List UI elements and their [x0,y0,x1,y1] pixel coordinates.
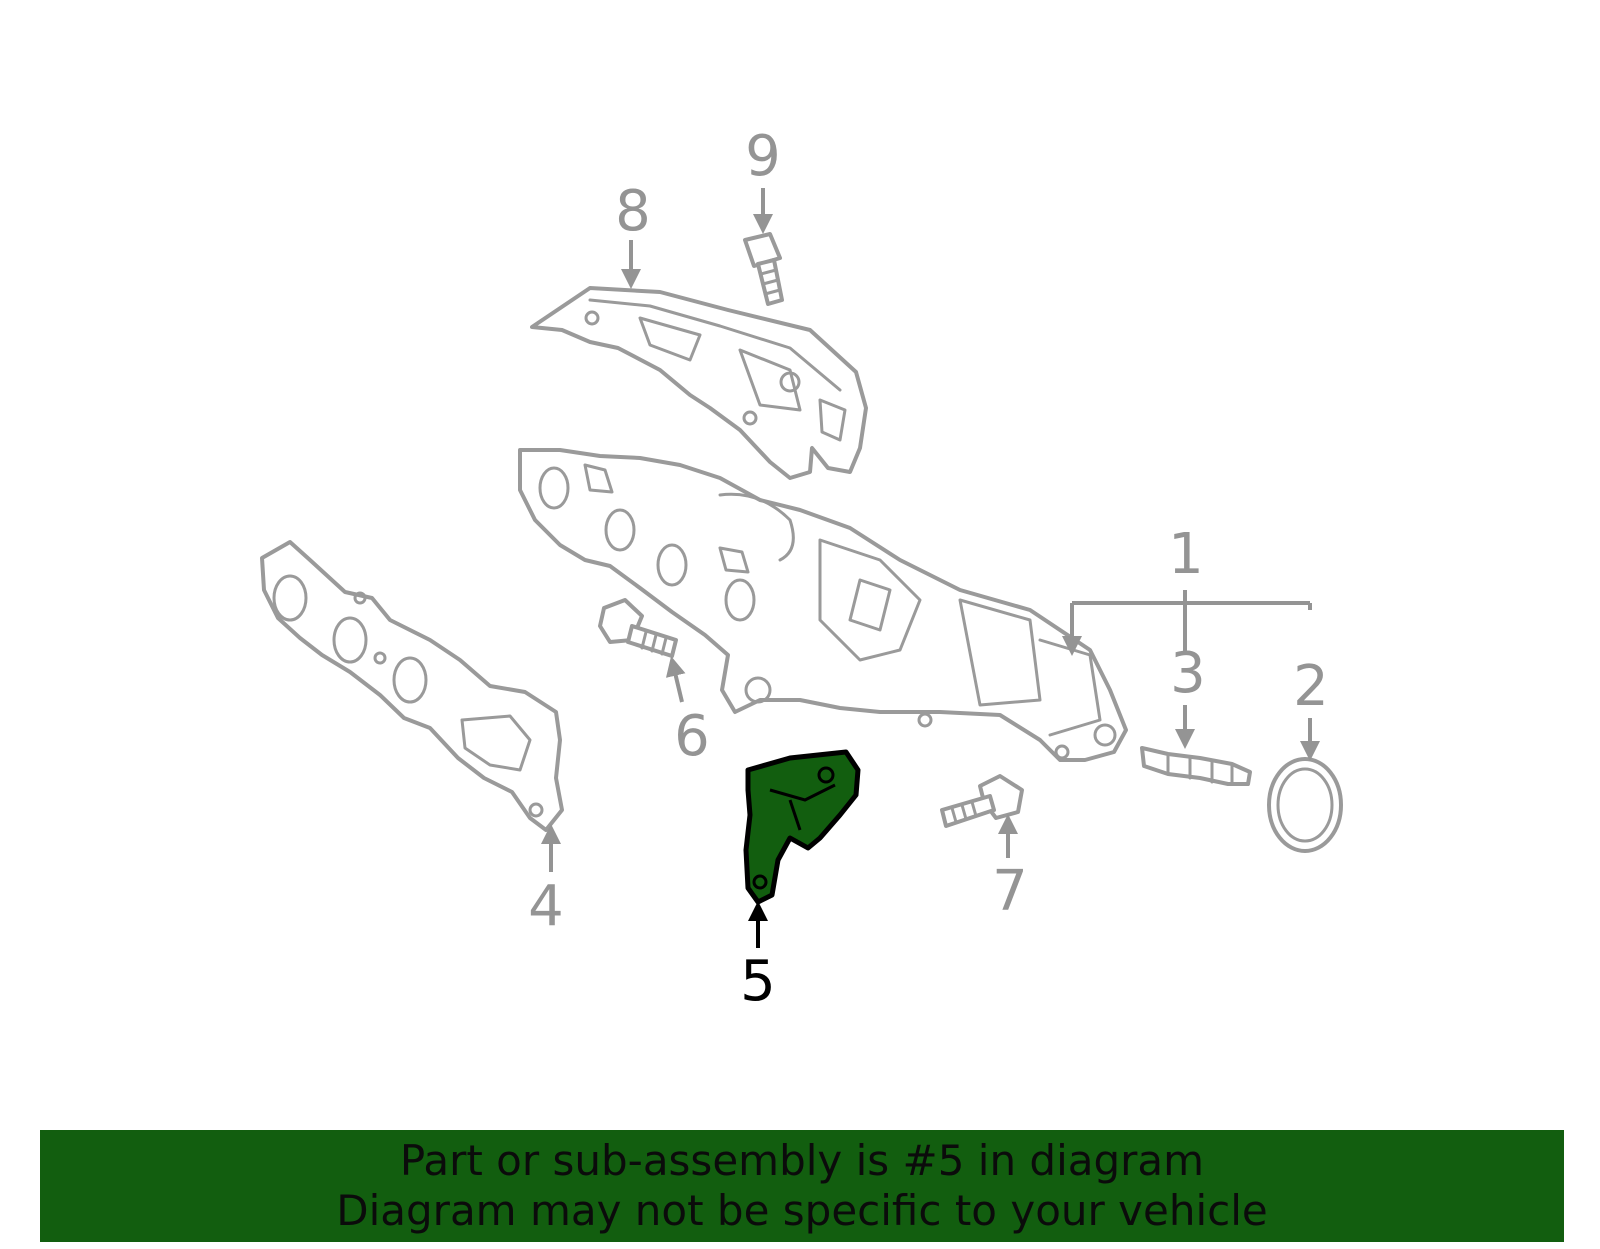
callout-6[interactable]: 6 [674,704,710,769]
callout-8[interactable]: 8 [615,179,651,244]
callout-4[interactable]: 4 [528,874,564,939]
callout-9[interactable]: 9 [745,124,781,189]
banner-line-1: Part or sub-assembly is #5 in diagram [399,1136,1205,1185]
bolt-part-7[interactable] [940,774,1024,828]
info-banner: Part or sub-assembly is #5 in diagram Di… [40,1130,1564,1242]
callout-labels: 9 8 1 3 2 6 4 7 5 [528,124,1329,1014]
heat-shield-part-8[interactable] [530,286,868,480]
bolt-part-9[interactable] [743,232,784,306]
leader-1 [1072,590,1310,652]
banner-line-2: Diagram may not be specific to your vehi… [336,1186,1268,1235]
bracket-part-5[interactable] [743,749,861,905]
callout-7[interactable]: 7 [992,859,1028,924]
sensor-stud-part-3[interactable] [1140,746,1252,786]
leader-6 [665,656,686,703]
callout-2[interactable]: 2 [1293,654,1329,719]
callout-1[interactable]: 1 [1168,522,1204,587]
leader-lines [541,188,1320,948]
bolt-part-6[interactable] [598,598,678,658]
exhaust-manifold-part-1[interactable] [518,448,1128,762]
gasket-part-4[interactable] [260,540,564,832]
callout-5[interactable]: 5 [740,949,776,1014]
ring-gasket-part-2[interactable] [1267,757,1343,853]
callout-3[interactable]: 3 [1170,641,1206,706]
